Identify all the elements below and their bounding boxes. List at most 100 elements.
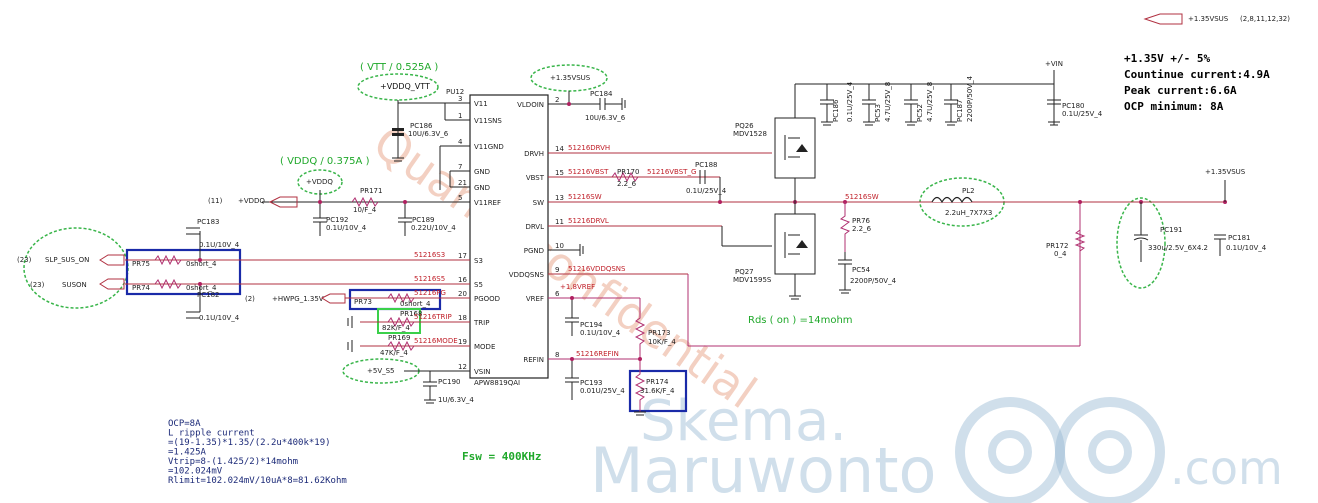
ic-pin-number: 9 [555,266,559,274]
pr73-ref: PR73 [354,298,372,306]
logo-ring-1 [955,397,1065,503]
pr174-highlight [628,369,688,413]
pc188-val: 0.1U/25V_4 [686,187,727,195]
pc194-ref: PC194 [580,321,603,329]
pr170-ref: PR170 [617,168,639,176]
ic-pin-number: 17 [458,252,467,260]
pl2-ref: PL2 [962,187,975,195]
vin-label: +VIN [1045,60,1063,68]
pq26-val: MDV1528 [733,130,767,138]
right-wiring: PC184 10U/6.3V_6 51216DRVH 51216VBST PR1… [198,90,1227,416]
logo-ring-4 [1088,430,1132,474]
pc189-ref: PC189 [412,216,434,224]
pq27-ref: PQ27 [735,268,754,276]
ic-pin-number: 21 [458,179,467,187]
header-ref-label: (2,8,11,12,32) [1240,15,1290,23]
pc54-val: 2200P/50V_4 [850,277,897,285]
ic-pin-number: 11 [555,218,564,226]
ic-left-pins: V113V11SNS1V11GND4GND7GND21V11REF5S317S5… [458,95,504,376]
spec-line-2: Countinue current:4.9A [1124,68,1270,81]
ic-pin-number: 3 [458,95,462,103]
vddq-note: ( VDDQ / 0.375A ) [280,156,370,167]
pc53-val: 4.7U/25V_8 [884,82,892,122]
pq27-body [774,213,816,275]
pr172: PR172 0_4 [1046,229,1086,258]
hwpg-label: +HWPG_1.35V [272,295,324,303]
skema-watermark-bottom: Maruwonto [590,434,936,503]
pc188-ref: PC188 [695,161,717,169]
ic-pin-name: S3 [474,257,483,265]
ic-pin-name: VBST [526,174,545,182]
net-sw: 51216SW [568,193,602,201]
output-caps: PC191 330u/2.5V_6X4.2 PC181 0.1U/10V_4 +… [1133,168,1267,262]
pc190-ref: PC190 [438,378,460,386]
ic-pin-name: VREF [526,295,544,303]
pc182-ref: PC182 [197,291,219,299]
ic-part: APW8819QAI [474,379,520,387]
calc-line: Rlimit=102.024mV/10uA*8=81.62Kohm [168,476,347,486]
pc193-ref: PC193 [580,379,602,387]
pr168-highlight [377,308,421,334]
slp-ellipse [23,227,129,309]
ic-pin-name: TRIP [473,319,489,327]
pr74-ref: PR74 [132,284,151,292]
pc180-ref: PC180 [1062,102,1084,110]
net-vddqsns: 51216VDDQSNS [568,265,626,273]
ic-pin-number: 8 [555,351,559,359]
spec-line-1: +1.35V +/- 5% [1124,52,1210,65]
net-drvh: 51216DRVH [568,144,610,152]
pc180-val: 0.1U/25V_4 [1062,110,1103,118]
pc186b-val: 0.1U/25V_4 [846,81,854,122]
calc-line: Vtrip=8-(1.425/2)*14mohm [168,457,298,467]
logo-ring-3 [988,430,1032,474]
ic-pin-name: VSIN [474,368,491,376]
net-mode: 51216MODE [414,337,458,345]
pl2-val: 2.2uH_7X7X3 [945,209,992,217]
pr74-val: 0short_4 [186,284,217,292]
pc183-val: 0.1U/10V_4 [199,241,240,249]
ic-pin-number: 7 [458,163,462,171]
left-wiring: PC186 10U/6.3V_6 (11) +VDDQ PR171 10/F_4… [17,100,474,404]
ic-pin-name: V11REF [474,199,501,207]
pr169-ref: PR169 [388,334,410,342]
spec-line-4: OCP minimum: 8A [1124,100,1224,113]
pq27-val: MDV1595S [733,276,772,284]
ic-pin-name: S5 [474,281,483,289]
vtt-note: ( VTT / 0.525A ) [360,62,438,73]
pc189-val: 0.22U/10V_4 [411,224,456,232]
slp-label: SLP_SUS_ON [45,256,89,264]
net-vbst-g: 51216VBST_G [647,168,696,176]
pr172-ref: PR172 [1046,242,1068,250]
ic-pin-name: V11 [474,100,488,108]
pr75-ref: PR75 [132,260,150,268]
ic-pin-name: GND [474,184,490,192]
net-vref: +1.8VREF [560,283,595,291]
pc182-val: 0.1U/10V_4 [199,314,240,322]
pq26-ref: PQ26 [735,122,754,130]
pc186b-ref: PC186 [832,99,840,122]
header-net-label: +1.35VSUS [1188,15,1229,23]
pr172-val: 0_4 [1054,250,1067,258]
ic-pin-number: 6 [555,290,560,298]
pc52-val: 4.7U/25V_8 [926,82,934,122]
ic-pin-name: V11SNS [474,117,502,125]
net-vbst: 51216VBST [568,168,609,176]
ic-pin-name: GND [474,168,490,176]
net-trip: 51216TRIP [414,313,452,321]
pr170-val: 2.2_6 [617,180,637,188]
input-caps: +VIN PC180 0.1U/25V_4 PC186 0.1U/25V_4 P… [795,60,1103,126]
pc194-val: 0.1U/10V_4 [580,329,621,337]
spec-block: +1.35V +/- 5% Countinue current:4.9A Pea… [1124,52,1270,113]
ic-pin-number: 16 [458,276,467,284]
net-drvl: 51216DRVL [568,217,609,225]
pr169-val: 47K/F_4 [380,349,408,357]
ic-pin-number: 19 [458,338,467,346]
rds-note: Rds ( on ) =14mohm [748,315,853,326]
suson-label: SUSON [62,281,87,289]
ic-pin-name: SW [533,199,544,207]
pc187-ref: PC187 [956,100,964,122]
pr173-val: 10K/F_4 [648,338,676,346]
pc186-ref: PC186 [410,122,433,130]
net-s5: 51216S5 [414,275,445,283]
snubber: PR76 2.2_6 PC54 2200P/50V_4 [838,202,897,294]
